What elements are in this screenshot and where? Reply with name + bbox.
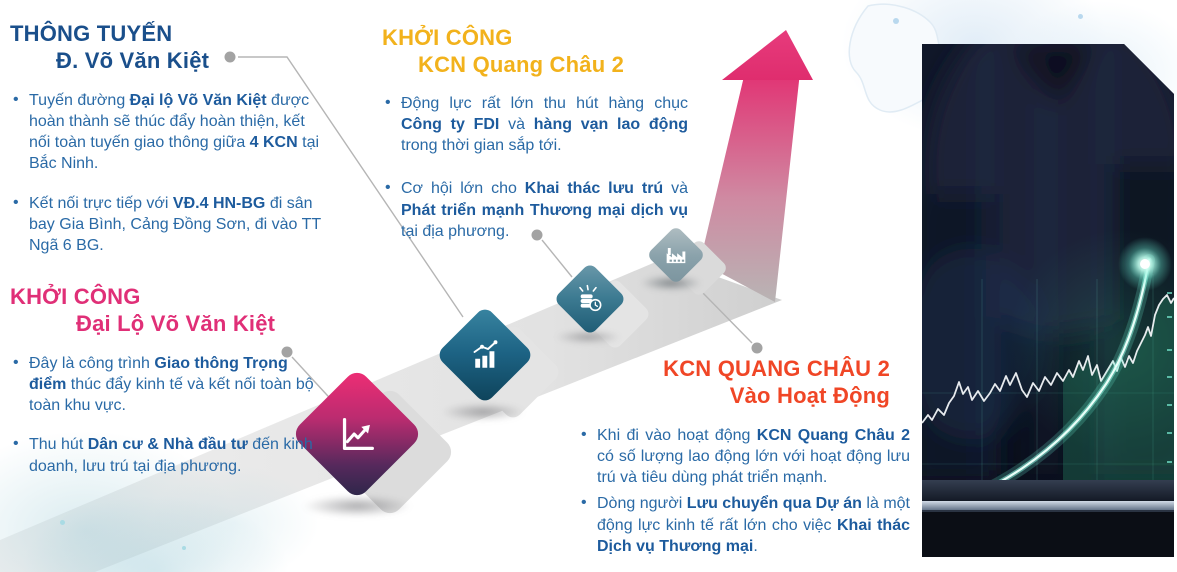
bullet-item: Đây là công trình Giao thông Trọng điểm … [10, 352, 328, 417]
section-khoi-cong-dai-lo: KHỞI CÔNG Đại Lộ Võ Văn Kiệt Đây là công… [10, 283, 328, 477]
section-title: KHỞI CÔNG Đại Lộ Võ Văn Kiệt [10, 283, 328, 338]
section-title: KHỞI CÔNG KCN Quang Châu 2 [382, 24, 688, 79]
decor-dot [60, 520, 65, 525]
section-khoi-cong-kcn: KHỞI CÔNG KCN Quang Châu 2 Động lực rất … [382, 24, 688, 242]
section-title-line2: KCN Quang Châu 2 [418, 52, 625, 78]
bullet-item: Khi đi vào hoạt động KCN Quang Châu 2 có… [578, 424, 910, 489]
milestone-diamond-4 [646, 225, 706, 285]
stock-growth-photo [922, 44, 1174, 557]
section-title: KCN QUANG CHÂU 2 Vào Hoạt Động [578, 355, 910, 410]
section-title-line1: KHỞI CÔNG [10, 284, 141, 309]
section-title-line2: Vào Hoạt Động [729, 383, 890, 409]
decor-dot [1078, 14, 1083, 19]
diamond-shadow [555, 330, 621, 344]
section-kcn-hoat-dong: KCN QUANG CHÂU 2 Vào Hoạt Động Khi đi và… [578, 355, 910, 557]
section-thong-tuyen: THÔNG TUYẾN Đ. Võ Văn Kiệt Tuyến đường Đ… [10, 20, 330, 256]
bullet-item: Kết nối trực tiếp với VĐ.4 HN-BG đi sân … [10, 192, 330, 257]
stock-growth-photo-art [922, 44, 1174, 557]
bullet-list: Khi đi vào hoạt động KCN Quang Châu 2 có… [578, 424, 910, 558]
bullet-item: Cơ hội lớn cho Khai thác lưu trú và Phát… [382, 177, 688, 242]
diamond-shadow [441, 403, 525, 421]
diamond-shadow [640, 275, 702, 291]
decor-dot [893, 18, 899, 24]
bullet-item: Dòng người Lưu chuyển qua Dự án là một đ… [578, 492, 910, 557]
milestone-diamond-1 [290, 367, 424, 501]
line-chart-icon [334, 411, 380, 457]
bullet-item: Tuyến đường Đại lộ Võ Văn Kiệt được hoàn… [10, 89, 330, 175]
arrow-head [722, 30, 813, 80]
bar-chart-growth-icon [467, 337, 503, 373]
bullet-list: Đây là công trình Giao thông Trọng điểm … [10, 352, 328, 477]
section-title-line1: KCN QUANG CHÂU 2 [663, 356, 890, 381]
section-title-line1: KHỞI CÔNG [382, 25, 513, 50]
milestone-diamond-2 [435, 305, 535, 405]
bullet-item: Động lực rất lớn thu hút hàng chục Công … [382, 92, 688, 157]
bullet-item: Thu hút Dân cư & Nhà đầu tư đến kinh doa… [10, 433, 328, 477]
section-title-line2: Đại Lộ Võ Văn Kiệt [76, 311, 276, 337]
coins-icon [574, 283, 606, 315]
section-title-line2: Đ. Võ Văn Kiệt [56, 48, 210, 74]
bullet-list: Động lực rất lớn thu hút hàng chục Công … [382, 92, 688, 243]
arrow-shaft [700, 72, 800, 302]
milestone-diamond-3 [553, 262, 627, 336]
diamond-shadow [302, 495, 412, 517]
factory-icon [662, 241, 690, 269]
bullet-list: Tuyến đường Đại lộ Võ Văn Kiệt được hoàn… [10, 89, 330, 257]
section-title: THÔNG TUYẾN Đ. Võ Văn Kiệt [10, 20, 330, 75]
decor-dot [182, 546, 186, 550]
section-title-line1: THÔNG TUYẾN [10, 21, 173, 46]
